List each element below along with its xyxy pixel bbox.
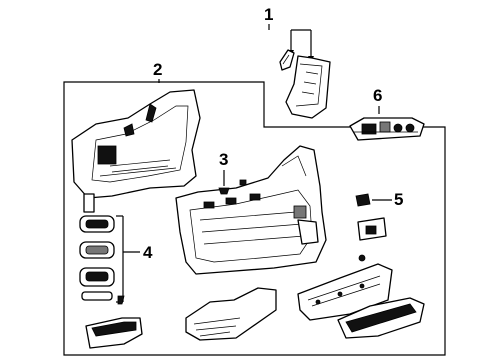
part-6-overhead-console xyxy=(349,117,425,141)
part-5-clip xyxy=(355,193,387,241)
callout-1: 1 xyxy=(264,5,273,24)
callout-3: 3 xyxy=(219,150,228,169)
lower-scuff-plates xyxy=(85,263,425,349)
loose-clips xyxy=(117,254,366,305)
callout-6: 6 xyxy=(373,86,382,105)
callout-5: 5 xyxy=(394,190,403,209)
part-1-pillar-trim xyxy=(279,49,331,119)
part-3-clip xyxy=(218,179,247,195)
assembly-boundary xyxy=(63,81,446,356)
callout-4: 4 xyxy=(143,243,153,262)
callout-2: 2 xyxy=(153,60,162,79)
part-2-lower-trim xyxy=(175,145,327,275)
part-2-quarter-trim xyxy=(71,89,201,213)
part-4-covers xyxy=(79,215,115,301)
